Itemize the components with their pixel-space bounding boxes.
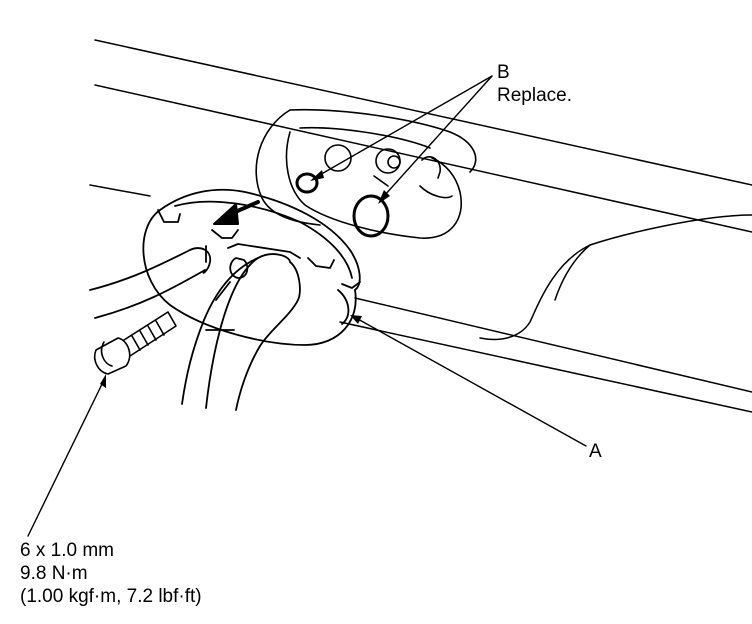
pipe-flange: [142, 188, 361, 346]
bolt-size-spec: 6 x 1.0 mm: [20, 540, 114, 561]
coolant-pipes: [89, 247, 301, 411]
callout-b-instruction: Replace.: [497, 85, 572, 106]
callout-arrowheads: [100, 170, 390, 388]
removal-direction-arrow: [213, 200, 260, 225]
flange-bolt: [93, 311, 177, 375]
o-ring-seals: [295, 172, 390, 238]
callout-leaders: [27, 75, 587, 537]
mounting-bracket: [255, 108, 477, 239]
bolt-torque-spec: 9.8 N·m: [20, 563, 88, 584]
callout-a-label: A: [589, 441, 602, 462]
body-panel-lines: [89, 39, 752, 413]
bolt-torque-alt-units: (1.00 kgf·m, 7.2 lbf·ft): [20, 586, 202, 607]
callout-b-label: B: [497, 62, 510, 83]
